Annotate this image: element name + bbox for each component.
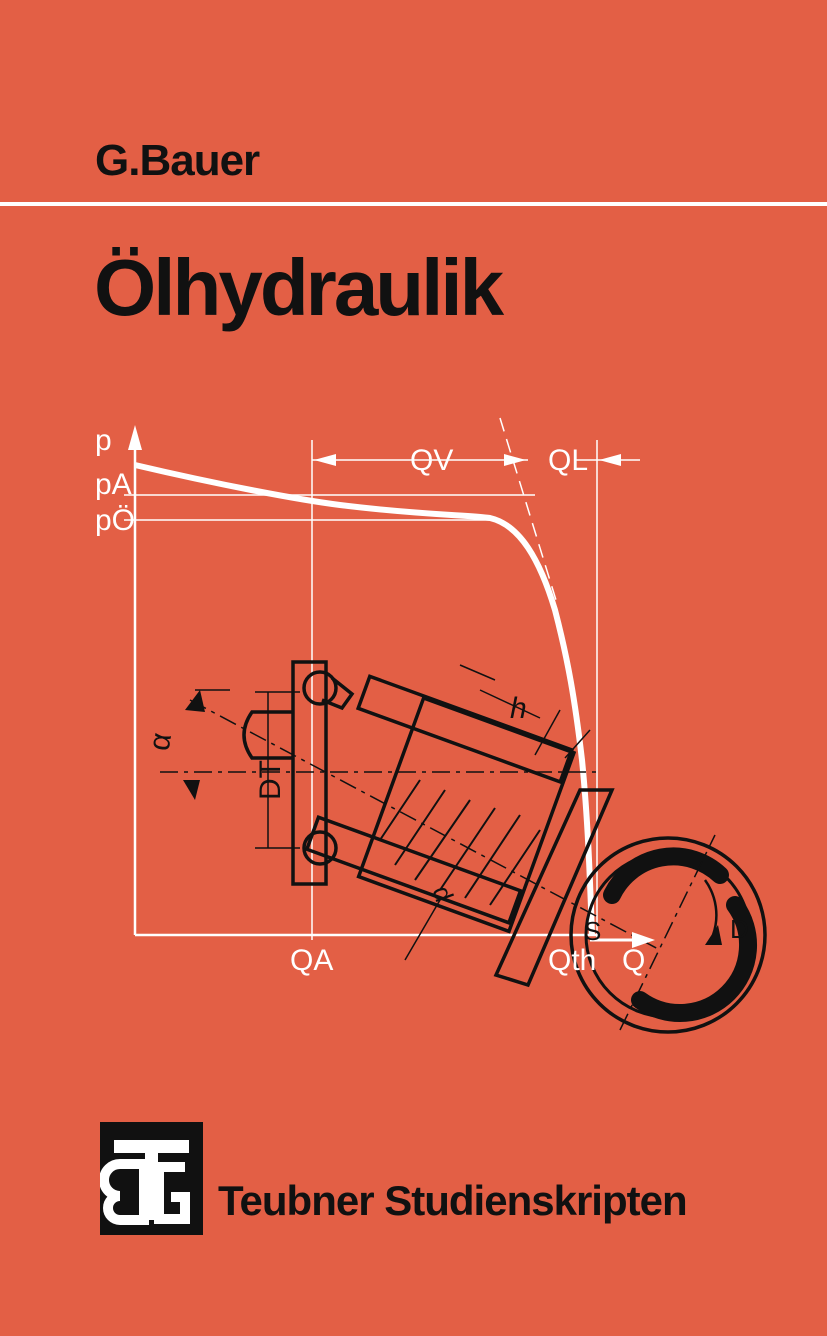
kidney-port-lower [631,896,757,1022]
axial-piston-pump [242,660,615,988]
rotation-arrow-head [705,925,722,945]
lower-ball-joint [302,830,338,866]
label-pa: pA [95,468,132,501]
kidney-port-upper [603,847,729,904]
flow-arrow-head [632,932,655,948]
qv-arrow-right [504,454,526,466]
ql-arrow [599,454,621,466]
label-ql: QL [548,444,588,477]
label-alpha: α [143,730,179,753]
construction-lines [160,664,661,961]
qv-arrow-left [314,454,336,466]
author-name: G.Bauer [95,136,260,185]
cylinder-block [304,674,577,934]
d-leader-line [404,899,441,961]
section-hatching [379,779,541,906]
drive-flange [291,660,328,886]
label-d-rotation: D [730,914,749,944]
y-axis-arrow [128,425,142,450]
lower-piston [304,815,523,926]
alpha-arrow-top [185,690,205,712]
label-po: pÖ [95,504,135,537]
title-divider [0,202,827,206]
valve-plate [493,788,615,988]
label-qv: QV [410,444,453,477]
port-plate-view [569,834,767,1034]
black-labels: h DT d α S D [143,692,749,946]
pressure-flow-curve [134,462,595,936]
publisher-name: Teubner Studienskripten [218,1177,688,1224]
label-qth: Qth [548,944,596,977]
label-q: Q [622,944,645,977]
drive-shaft [242,710,293,760]
teubner-logo-icon [100,1122,203,1235]
upper-rod-head [321,676,355,711]
axes [133,435,598,937]
block-axis [189,699,661,951]
book-title: Ölhydraulik [94,243,504,332]
label-h: h [510,692,527,725]
label-dt: DT [254,760,287,800]
upper-piston [355,674,575,785]
label-s: S [584,916,601,946]
alpha-arrow-bottom [183,780,200,800]
label-p: p [95,424,112,457]
h-dimension-line [479,689,541,719]
cylinder-body [356,695,577,934]
label-qa: QA [290,944,333,977]
theoretical-dashed-line [499,417,557,601]
outer-ring [569,836,767,1034]
rotation-arrow-arc [703,879,718,936]
white-labels: p pA pÖ QV QL QA Qth Q [95,424,645,977]
upper-ball-joint [302,670,338,706]
reference-lines [124,417,640,940]
